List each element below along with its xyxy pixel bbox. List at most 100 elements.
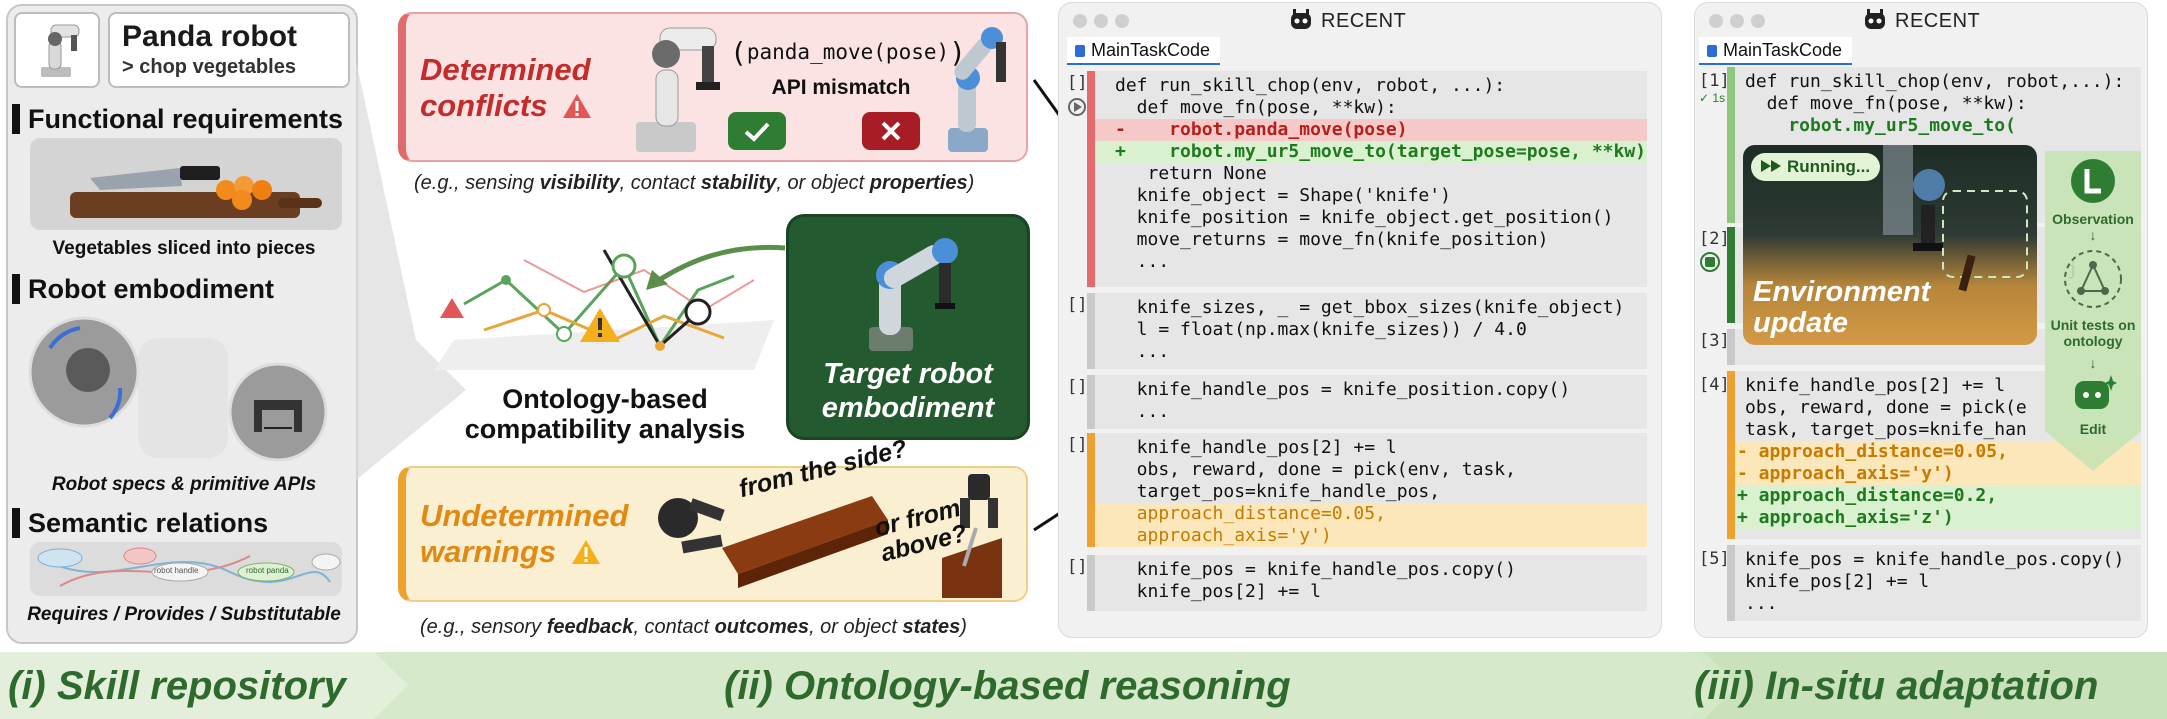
code-line: ... — [1745, 593, 1778, 614]
cross-badge — [862, 112, 920, 150]
window-maximize-button[interactable] — [1751, 14, 1765, 28]
embodiment-illustration — [28, 308, 344, 468]
running-label: Running... — [1787, 157, 1871, 176]
conflicts-title: Determined conflicts — [420, 52, 592, 124]
knife-board-illustration — [70, 166, 322, 218]
code-panel-left-title: RECENT — [1321, 10, 1407, 32]
warnings-examples: (e.g., sensory feedback, contact outcome… — [420, 616, 967, 639]
warnings-example-1: feedback — [546, 616, 634, 638]
code-line: knife_object = Shape('knife') — [1115, 185, 1451, 206]
window-minimize-button[interactable] — [1094, 14, 1108, 28]
code-line: return None — [1115, 163, 1267, 184]
cell-status-bar — [1727, 329, 1735, 365]
edit-bot-icon — [2075, 375, 2117, 409]
code-cell[interactable]: knife_handle_pos = knife_position.copy()… — [1087, 375, 1647, 429]
code-line-removed: - approach_distance=0.05, — [1735, 441, 2141, 463]
cell-label: [] — [1067, 435, 1088, 455]
cell-status-bar-running — [1727, 227, 1735, 323]
code-panel-left-titlebar: RECENT — [1059, 3, 1661, 37]
code-cell[interactable]: knife_handle_pos[2] += l obs, reward, do… — [1087, 433, 1647, 547]
conflicts-example-prefix: (e.g., sensing — [414, 172, 540, 194]
code-line: task, target_pos=knife_han — [1745, 419, 2027, 440]
conflicts-title-line1: Determined — [420, 52, 591, 87]
target-label-line2: embodiment — [821, 392, 995, 424]
code-panel-right-titlebar: RECENT — [1695, 3, 2147, 37]
observation-logo-icon — [2071, 159, 2115, 203]
undetermined-warnings-box: Undetermined warnings from the side? or … — [398, 434, 1028, 602]
bot-logo-icon — [1291, 9, 1311, 29]
window-maximize-button[interactable] — [1115, 14, 1129, 28]
cell-label: [3] — [1699, 331, 1730, 351]
run-cell-icon[interactable] — [1067, 97, 1087, 117]
graph-node-robot-handle: robot handle — [154, 566, 199, 575]
code-line-removed: - robot.panda_move(pose) — [1095, 119, 1647, 141]
code-line: ... — [1115, 251, 1170, 272]
bot-logo-icon — [1865, 9, 1885, 29]
cell-label: [1] — [1699, 71, 1730, 91]
tab-label: MainTaskCode — [1723, 40, 1843, 60]
conflicts-example-1: visibility — [539, 172, 620, 194]
cell-status-bar-conflict — [1087, 71, 1095, 287]
cell-label: [] — [1067, 295, 1088, 315]
step-observation: Observation — [2052, 211, 2134, 227]
code-cell[interactable]: knife_pos = knife_handle_pos.copy() knif… — [1727, 545, 2141, 621]
code-line: l = float(np.max(knife_sizes)) / 4.0 — [1115, 319, 1527, 340]
conflicts-example-sep1: , contact — [619, 172, 701, 194]
code-cell[interactable]: def run_skill_chop(env, robot, ...): def… — [1087, 71, 1647, 287]
code-line: knife_pos[2] += l — [1745, 571, 1930, 592]
check-badge — [728, 112, 786, 150]
panda-arm-illustration — [636, 27, 720, 152]
target-robot-label: Target robot embodiment — [789, 357, 1027, 425]
tab-main-task-code-right[interactable]: MainTaskCode — [1699, 37, 1853, 65]
file-icon — [1707, 45, 1717, 57]
code-line: knife_handle_pos[2] += l — [1115, 437, 1397, 458]
semantic-graph-image: robot handle robot panda — [30, 542, 342, 596]
cell-status-bar-success — [1727, 67, 1735, 223]
caption-functional: Vegetables sliced into pieces — [52, 238, 316, 259]
code-line-warning: approach_distance=0.05, — [1095, 503, 1647, 525]
code-cell[interactable]: knife_sizes, _ = get_bbox_sizes(knife_ob… — [1087, 293, 1647, 369]
code-line-updated: robot.my_ur5_move_to( — [1745, 115, 2016, 136]
running-spinner-icon — [1700, 252, 1720, 272]
warnings-example-2: outcomes — [714, 616, 810, 638]
code-line: knife_pos = knife_handle_pos.copy() — [1115, 559, 1516, 580]
cell-label: [] — [1067, 73, 1088, 93]
window-close-button[interactable] — [1073, 14, 1087, 28]
robot-name: Panda robot — [122, 20, 298, 53]
code-line: knife_handle_pos = knife_position.copy() — [1115, 379, 1571, 400]
window-minimize-button[interactable] — [1730, 14, 1744, 28]
tab-main-task-code-left[interactable]: MainTaskCode — [1067, 37, 1221, 65]
conflicts-example-2: stability — [700, 172, 777, 194]
code-line-added: + robot.my_ur5_move_to(target_pose=pose,… — [1095, 141, 1647, 163]
conflicts-example-sep2: , or object — [776, 172, 870, 194]
code-line: knife_pos[2] += l — [1115, 581, 1321, 602]
window-close-button[interactable] — [1709, 14, 1723, 28]
warnings-title-word: warnings — [420, 534, 557, 569]
code-line: def run_skill_chop(env, robot,...): — [1745, 71, 2125, 92]
api-mismatch-label: API mismatch — [771, 76, 911, 99]
cell-status-bar — [1087, 555, 1095, 611]
running-badge: Running... — [1751, 153, 1881, 181]
ontology-test-icon — [2064, 250, 2122, 308]
api-call-label: (panda_move(pose)) — [730, 36, 967, 69]
code-line: obs, reward, done = pick(env, task, — [1115, 459, 1516, 480]
env-label-line1: Environment — [1753, 276, 1931, 308]
vegetables-image — [30, 138, 342, 230]
cell-status-bar — [1087, 375, 1095, 429]
ur5-arm-illustration — [948, 27, 1006, 152]
skill-repository-panel: Panda robot > chop vegetables Functional… — [6, 4, 358, 644]
code-line: def run_skill_chop(env, robot, ...): — [1115, 75, 1506, 96]
relation-graph-illustration — [37, 547, 341, 587]
target-label-line1: Target robot — [823, 358, 993, 390]
code-cell[interactable]: knife_pos = knife_handle_pos.copy() knif… — [1087, 555, 1647, 611]
warning-red-icon — [563, 94, 592, 118]
conflicts-example-3: properties — [869, 172, 968, 194]
cell-label: [] — [1067, 557, 1088, 577]
curved-arrow — [646, 244, 786, 290]
caption-semantic: Requires / Provides / Substitutable — [27, 604, 341, 625]
step-unit-tests: Unit tests on ontology — [2050, 317, 2136, 349]
cell-status-bar-warning — [1727, 371, 1735, 539]
warning-yellow-icon — [571, 540, 600, 564]
repository-funnel — [356, 60, 466, 480]
warnings-example-3: states — [902, 616, 961, 638]
